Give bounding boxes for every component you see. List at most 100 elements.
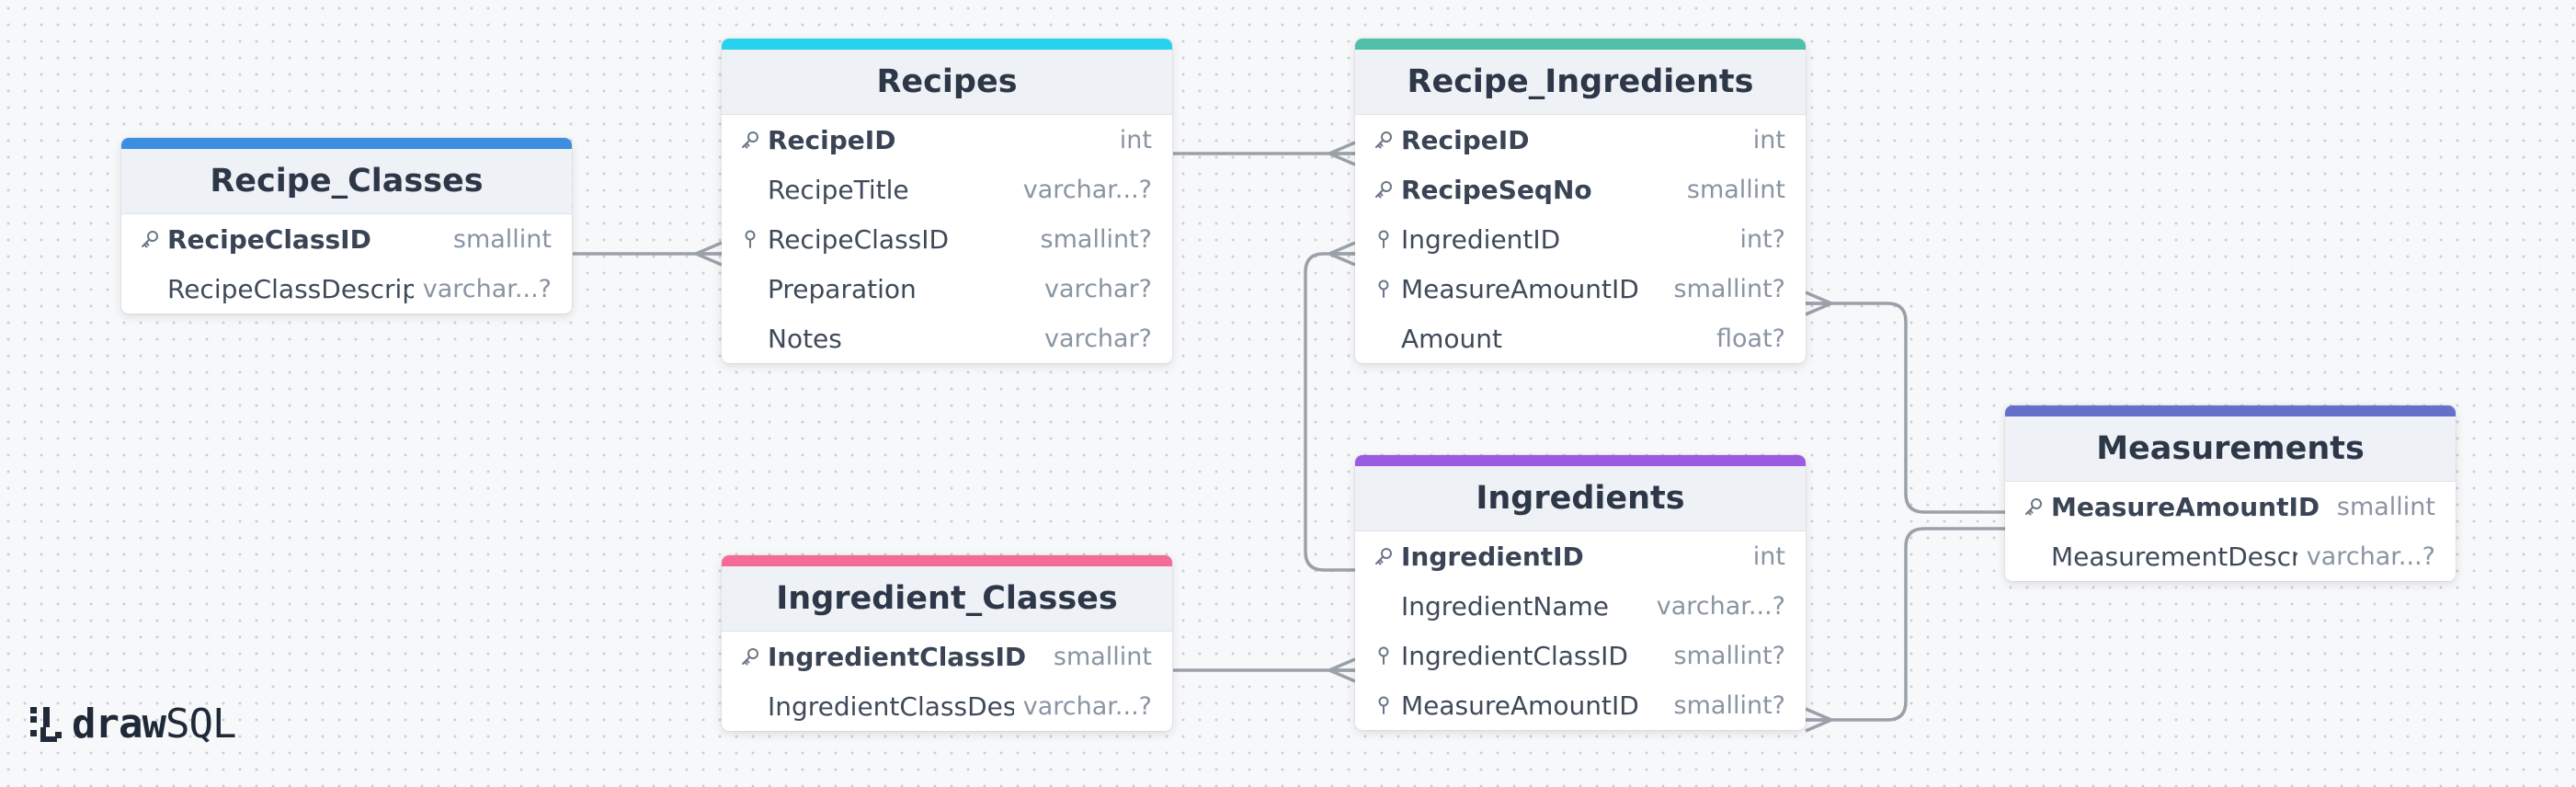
column-type: float? xyxy=(1716,324,1785,353)
column-row[interactable]: MeasureAmountID smallint? xyxy=(1355,264,1806,314)
connector-measurements-ingredients xyxy=(1806,527,2005,722)
table-accent-bar xyxy=(722,555,1172,566)
column-row[interactable]: IngredientID int? xyxy=(1355,214,1806,264)
foreign-key-icon xyxy=(1373,279,1401,299)
column-name: MeasureAmountID xyxy=(1401,273,1639,304)
column-name: Preparation xyxy=(768,273,917,304)
column-type: smallint? xyxy=(1040,224,1152,254)
column-row[interactable]: Notes varchar? xyxy=(722,314,1172,363)
table-title[interactable]: Recipe_Classes xyxy=(121,149,572,214)
column-name: IngredientClassID xyxy=(768,641,1027,672)
key-icon xyxy=(2023,496,2051,517)
column-name: RecipeID xyxy=(1401,124,1530,155)
crowfoot-ingredients-ingredientclassid xyxy=(1328,657,1356,683)
column-type: int? xyxy=(1739,224,1785,254)
column-name: IngredientClassDescription xyxy=(768,690,1014,722)
table-title[interactable]: Ingredients xyxy=(1355,466,1806,531)
column-name: RecipeID xyxy=(768,124,896,155)
column-type: varchar? xyxy=(1044,274,1152,303)
foreign-key-icon xyxy=(1373,645,1401,666)
table-accent-bar xyxy=(121,138,572,149)
column-row[interactable]: RecipeClassID smallint xyxy=(121,214,572,264)
crowfoot-recipes-recipeclassid xyxy=(695,241,723,267)
column-name: IngredientClassID xyxy=(1401,640,1628,671)
column-name: IngredientID xyxy=(1401,223,1561,255)
column-type: smallint xyxy=(452,224,552,254)
drawsql-logo-icon xyxy=(30,706,62,742)
key-icon xyxy=(1373,179,1401,200)
column-type: varchar...? xyxy=(1022,175,1152,204)
key-icon xyxy=(740,646,768,667)
column-row[interactable]: RecipeClassID smallint? xyxy=(722,214,1172,264)
column-row[interactable]: IngredientClassDescription varchar...? xyxy=(722,681,1172,731)
column-name: RecipeClassID xyxy=(768,223,950,255)
column-type: smallint xyxy=(2336,492,2435,521)
foreign-key-icon xyxy=(1373,695,1401,715)
connector-ingredients-recipeingredients xyxy=(1304,252,1355,572)
column-name: MeasurementDescription xyxy=(2051,541,2297,572)
column-type: varchar...? xyxy=(422,274,552,303)
column-name: RecipeClassID xyxy=(167,223,371,255)
column-type: int xyxy=(1752,542,1785,571)
column-name: MeasureAmountID xyxy=(1401,690,1639,721)
column-type: smallint? xyxy=(1673,690,1785,720)
column-row[interactable]: IngredientClassID smallint? xyxy=(1355,631,1806,680)
column-name: Notes xyxy=(768,323,842,354)
column-name: IngredientID xyxy=(1401,541,1584,572)
table-title[interactable]: Ingredient_Classes xyxy=(722,566,1172,632)
column-type: varchar? xyxy=(1044,324,1152,353)
column-row[interactable]: MeasureAmountID smallint? xyxy=(1355,680,1806,730)
table-title[interactable]: Recipes xyxy=(722,50,1172,115)
column-row[interactable]: RecipeID int xyxy=(1355,115,1806,165)
column-row[interactable]: Amount float? xyxy=(1355,314,1806,363)
crowfoot-recipeingredients-ingredientid xyxy=(1328,241,1356,267)
column-name: IngredientName xyxy=(1401,590,1610,622)
column-type: smallint xyxy=(1053,642,1152,671)
logo-text-sql: SQL xyxy=(165,701,236,747)
column-row[interactable]: IngredientClassID smallint xyxy=(722,632,1172,681)
crowfoot-recipeingredients-recipeid xyxy=(1328,141,1356,166)
column-row[interactable]: MeasurementDescription varchar...? xyxy=(2005,531,2456,581)
column-type: varchar...? xyxy=(2306,542,2435,571)
key-icon xyxy=(1373,546,1401,566)
key-icon xyxy=(1373,130,1401,150)
connector-measurements-recipeingredients xyxy=(1806,302,2005,514)
column-row[interactable]: IngredientID int xyxy=(1355,531,1806,581)
key-icon xyxy=(740,130,768,150)
column-row[interactable]: Preparation varchar? xyxy=(722,264,1172,314)
column-row[interactable]: RecipeClassDescription varchar...? xyxy=(121,264,572,314)
column-name: Amount xyxy=(1401,323,1503,354)
column-type: varchar...? xyxy=(1656,591,1785,621)
table-accent-bar xyxy=(722,39,1172,50)
table-title[interactable]: Recipe_Ingredients xyxy=(1355,50,1806,115)
column-name: RecipeClassDescription xyxy=(167,273,414,304)
table-accent-bar xyxy=(1355,455,1806,466)
crowfoot-recipeingredients-measureamountid xyxy=(1805,291,1832,316)
logo-text-draw: draw xyxy=(72,701,166,747)
column-type: varchar...? xyxy=(1022,691,1152,721)
column-type: smallint? xyxy=(1673,641,1785,670)
column-type: int xyxy=(1752,125,1785,154)
crowfoot-ingredients-measureamountid xyxy=(1805,707,1832,733)
column-type: smallint? xyxy=(1673,274,1785,303)
column-name: RecipeTitle xyxy=(768,174,909,205)
foreign-key-icon xyxy=(1373,229,1401,249)
column-row[interactable]: IngredientName varchar...? xyxy=(1355,581,1806,631)
column-type: smallint xyxy=(1686,175,1785,204)
column-row[interactable]: RecipeTitle varchar...? xyxy=(722,165,1172,214)
foreign-key-icon xyxy=(740,229,768,249)
key-icon xyxy=(140,229,167,249)
table-accent-bar xyxy=(1355,39,1806,50)
table-title[interactable]: Measurements xyxy=(2005,416,2456,482)
